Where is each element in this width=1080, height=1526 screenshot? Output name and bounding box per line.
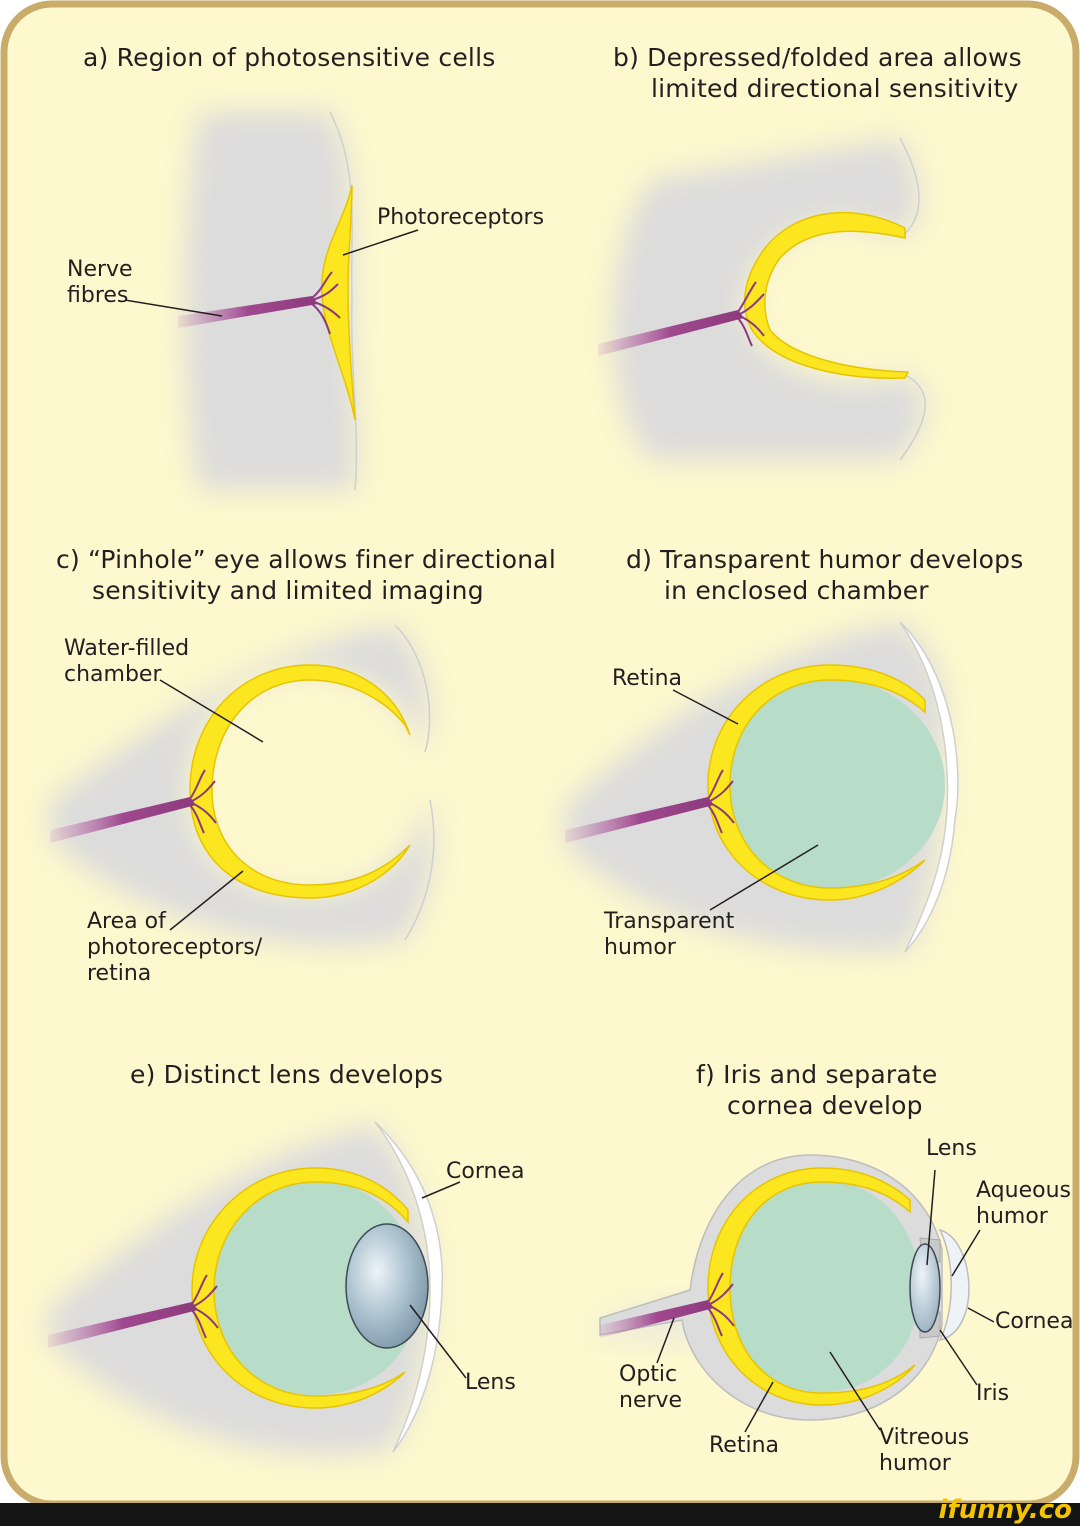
label-retina-d: Retina xyxy=(612,666,682,691)
leader-cornea-f xyxy=(967,1307,995,1323)
leader-cornea-e xyxy=(421,1181,461,1199)
nerve-branch-a xyxy=(311,271,341,335)
nerve-branch-c xyxy=(189,769,217,834)
leader-transparent-humor xyxy=(709,844,819,911)
panel-e-diagram xyxy=(48,1121,467,1455)
label-aqueous-1: Aqueous xyxy=(976,1178,1071,1203)
tissue-c xyxy=(50,625,434,946)
label-optic-1: Optic xyxy=(619,1362,678,1387)
retina-e xyxy=(191,1167,409,1409)
tissue-edge-a xyxy=(329,111,358,491)
label-chamber-2: chamber xyxy=(64,662,162,687)
leader-vitreous xyxy=(829,1351,881,1431)
lens-f xyxy=(909,1243,941,1333)
panel-a-title: a) Region of photosensitive cells xyxy=(83,43,496,72)
leader-optic xyxy=(656,1317,675,1364)
footer-bar xyxy=(0,1503,1080,1526)
nerve-f xyxy=(600,1300,714,1338)
panel-a-diagram xyxy=(124,111,419,491)
tissue-a xyxy=(185,112,357,490)
panel-d-diagram xyxy=(565,621,959,953)
retina-a xyxy=(321,184,356,421)
tissue-edge-b xyxy=(899,137,926,461)
retina-c xyxy=(189,664,411,899)
retina-d xyxy=(707,664,926,901)
panel-e-title: e) Distinct lens develops xyxy=(130,1060,444,1089)
panel-f-title-1: f) Iris and separate xyxy=(696,1060,938,1089)
panel-c-diagram xyxy=(50,624,435,946)
label-cornea-f: Cornea xyxy=(995,1309,1074,1334)
panel-f-title-2: cornea develop xyxy=(727,1091,923,1120)
label-retina-f: Retina xyxy=(709,1433,779,1458)
label-vitreous-2: humor xyxy=(879,1451,951,1476)
nerve-c xyxy=(50,797,196,843)
leader-photoreceptors xyxy=(342,229,419,256)
retina-f xyxy=(707,1167,916,1406)
cornea-d xyxy=(899,621,959,953)
nerve-branch-f xyxy=(707,1272,735,1337)
label-area-3: retina xyxy=(87,961,152,986)
leader-retina-f xyxy=(744,1381,774,1433)
label-nerve-2: fibres xyxy=(67,283,129,308)
leader-water-chamber xyxy=(159,679,264,743)
panel-d-title-2: in enclosed chamber xyxy=(664,576,929,605)
cornea-f xyxy=(938,1228,970,1342)
label-humor-2: humor xyxy=(604,935,676,960)
watermark-logo: ifunny.co xyxy=(938,1495,1072,1525)
label-photoreceptors: Photoreceptors xyxy=(377,205,545,230)
lens-e xyxy=(345,1223,429,1349)
cornea-e xyxy=(374,1121,444,1453)
nerve-b xyxy=(598,310,744,356)
retina-b xyxy=(744,212,910,379)
label-vitreous-1: Vitreous xyxy=(879,1425,970,1450)
humor-d xyxy=(728,678,945,890)
nerve-a xyxy=(178,296,318,328)
leader-area-photoreceptors xyxy=(169,870,244,931)
label-cornea-e: Cornea xyxy=(446,1159,525,1184)
nerve-e xyxy=(48,1302,198,1348)
panel-b-title-1: b) Depressed/folded area allows xyxy=(613,43,1022,72)
nerve-d xyxy=(565,797,714,843)
label-humor-1: Transparent xyxy=(604,909,735,934)
leader-nerve-fibres xyxy=(124,299,223,317)
leader-lens-e xyxy=(409,1304,467,1379)
label-area-2: photoreceptors/ xyxy=(87,935,263,960)
label-lens-e: Lens xyxy=(465,1370,516,1395)
label-iris: Iris xyxy=(976,1381,1010,1406)
panel-c-title-1: c) “Pinhole” eye allows finer directiona… xyxy=(56,545,556,574)
label-aqueous-2: humor xyxy=(976,1204,1048,1229)
leader-aqueous xyxy=(951,1229,981,1277)
humor-f xyxy=(728,1180,920,1392)
panel-f-diagram xyxy=(599,1154,995,1433)
panel-d-title-1: d) Transparent humor develops xyxy=(626,545,1024,574)
label-chamber-1: Water-filled xyxy=(64,636,190,661)
nerve-branch-b xyxy=(737,281,765,347)
label-optic-2: nerve xyxy=(619,1388,683,1413)
leader-retina-d xyxy=(672,689,739,725)
panel-c-title-2: sensitivity and limited imaging xyxy=(92,576,484,605)
nerve-branch-e xyxy=(191,1274,219,1339)
leader-iris xyxy=(939,1329,978,1386)
panel-b-diagram xyxy=(598,137,926,461)
label-area-1: Area of xyxy=(87,909,166,934)
label-nerve-1: Nerve xyxy=(67,257,133,282)
tissue-edge-c xyxy=(394,624,435,941)
label-lens-f: Lens xyxy=(926,1136,977,1161)
nerve-branch-d xyxy=(707,769,735,834)
leader-lens-f xyxy=(926,1169,936,1266)
panel-b-title-2: limited directional sensitivity xyxy=(651,74,1019,103)
